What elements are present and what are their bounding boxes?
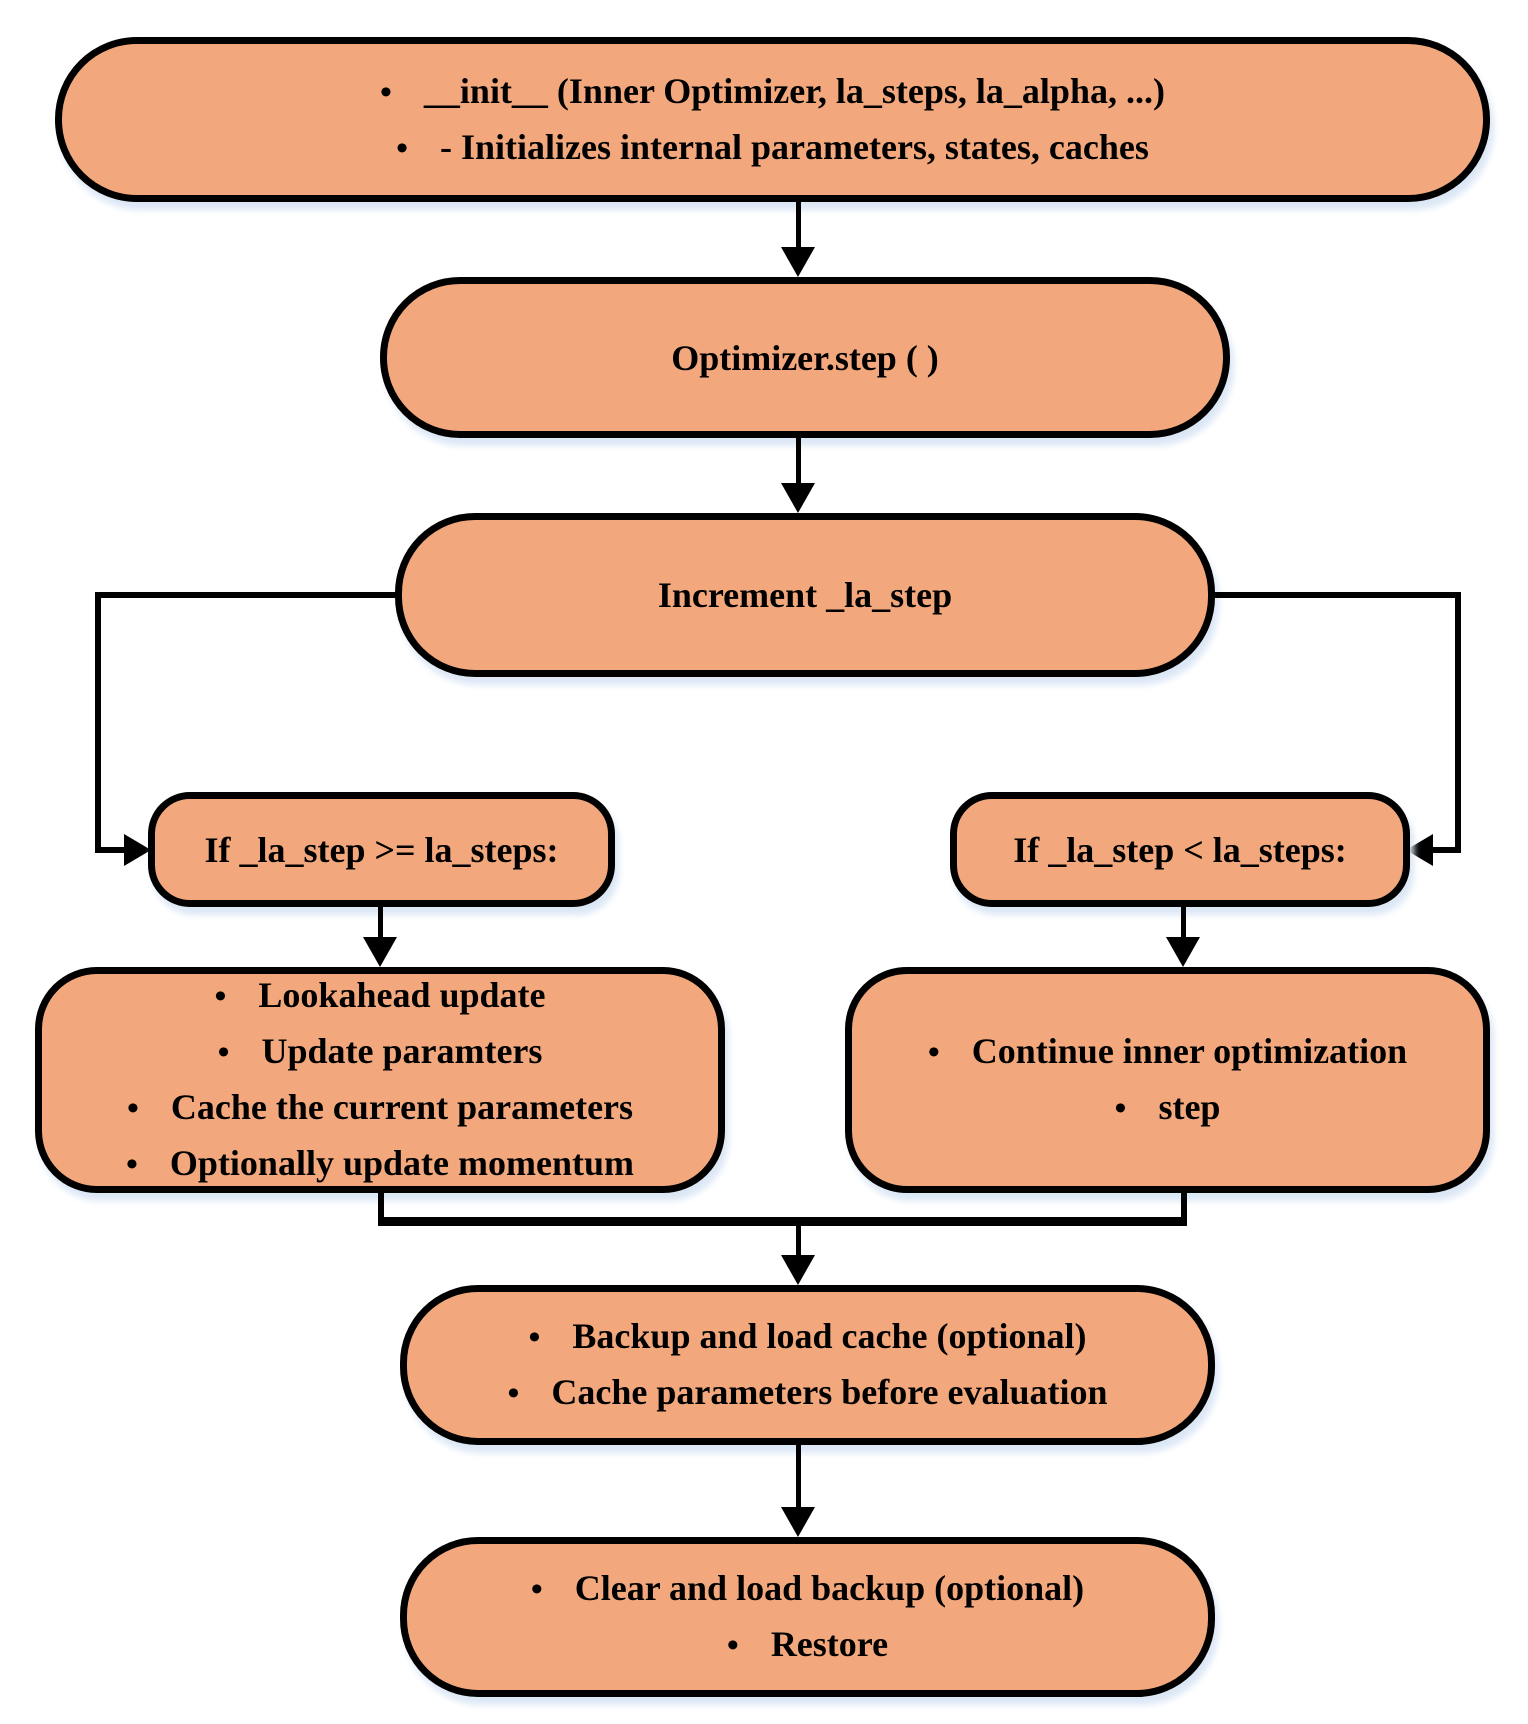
list-item-text: Clear and load backup (optional)	[574, 1568, 1085, 1608]
node-label: If _la_step >= la_steps:	[204, 823, 558, 877]
arrowhead-backup-to-clear	[781, 1507, 815, 1537]
connector-step-to-increment	[796, 438, 801, 488]
arrowhead-cond-lt-to-continue	[1166, 937, 1200, 967]
arrowhead-into-cond-lt	[1406, 834, 1433, 866]
list-item-text: Optionally update momentum	[169, 1143, 634, 1183]
list-item: • step	[1115, 1080, 1221, 1136]
connector-merge-bar	[378, 1217, 1187, 1226]
connector-increment-right-vertical	[1455, 592, 1461, 853]
list-item: • Clear and load backup (optional)	[531, 1561, 1084, 1617]
list-item-text: - Initializes internal parameters, state…	[440, 126, 1149, 167]
arrowhead-into-cond-ge	[124, 834, 151, 866]
node-cond-la-step-gte: If _la_step >= la_steps:	[148, 792, 615, 907]
list-item-text: Cache parameters before evaluation	[551, 1372, 1108, 1412]
arrowhead-merge-to-backup	[781, 1255, 815, 1285]
node-label-text: Optimizer.step ( )	[671, 337, 939, 378]
arrowhead-cond-ge-to-lookahead	[363, 937, 397, 967]
node-lookahead-update: • Lookahead update • Update paramters • …	[35, 967, 725, 1193]
list-item: • Restore	[727, 1617, 888, 1673]
connector-increment-right-horizontal	[1211, 592, 1461, 598]
list-item: • __init__ (Inner Optimizer, la_steps, l…	[380, 64, 1165, 120]
bullet-icon: •	[507, 1375, 520, 1412]
list-item-text: Backup and load cache (optional)	[572, 1316, 1087, 1356]
list-item-text: Restore	[770, 1624, 889, 1664]
list-item: • Cache the current parameters	[127, 1080, 633, 1136]
node-continue-inner-optimization: • Continue inner optimization • step	[845, 967, 1490, 1193]
node-clear-load-backup: • Clear and load backup (optional) • Res…	[400, 1537, 1215, 1697]
bullet-icon: •	[1114, 1090, 1127, 1127]
node-label: Increment _la_step	[658, 568, 952, 622]
bullet-icon: •	[927, 1034, 940, 1071]
connector-cond-ge-to-lookahead	[378, 907, 383, 941]
list-item: • Cache parameters before evaluation	[507, 1365, 1107, 1421]
list-item-text: __init__ (Inner Optimizer, la_steps, la_…	[423, 70, 1165, 111]
connector-init-to-step	[796, 202, 801, 252]
list-item: • Lookahead update	[215, 968, 546, 1024]
node-increment-la-step: Increment _la_step	[395, 513, 1215, 677]
node-backup-load-cache: • Backup and load cache (optional) • Cac…	[400, 1285, 1215, 1445]
bullet-icon: •	[126, 1146, 138, 1183]
connector-increment-left-vertical	[95, 592, 101, 853]
connector-increment-right-stub	[1432, 847, 1461, 853]
list-item-text: Update paramters	[261, 1031, 543, 1071]
node-cond-la-step-lt: If _la_step < la_steps:	[950, 792, 1410, 907]
node-label: If _la_step < la_steps:	[1013, 823, 1347, 877]
list-item-text: Lookahead update	[258, 975, 546, 1015]
bullet-icon: •	[396, 129, 409, 167]
bullet-icon: •	[530, 1571, 543, 1608]
bullet-icon: •	[380, 73, 392, 111]
list-item: • - Initializes internal parameters, sta…	[396, 120, 1149, 176]
list-item-text: Cache the current parameters	[170, 1087, 634, 1127]
node-label-text: Increment _la_step	[657, 575, 953, 615]
connector-backup-to-clear	[796, 1445, 801, 1509]
list-item: • Optionally update momentum	[126, 1136, 634, 1192]
bullet-icon: •	[528, 1319, 541, 1356]
arrowhead-step-to-increment	[781, 483, 815, 513]
list-item-text: step	[1158, 1087, 1221, 1127]
connector-merge-to-backup	[796, 1226, 801, 1258]
node-label-text: If _la_step >= la_steps:	[204, 829, 559, 870]
connector-continue-down	[1181, 1193, 1187, 1226]
arrowhead-init-to-step	[781, 247, 815, 277]
list-item: • Continue inner optimization	[928, 1024, 1407, 1080]
connector-increment-left-stub	[95, 847, 127, 853]
node-label-text: If _la_step < la_steps:	[1013, 829, 1347, 870]
bullet-icon: •	[726, 1627, 739, 1664]
list-item: • Backup and load cache (optional)	[529, 1309, 1087, 1365]
list-item-text: Continue inner optimization	[971, 1031, 1408, 1071]
node-label: Optimizer.step ( )	[671, 331, 939, 385]
node-init: • __init__ (Inner Optimizer, la_steps, l…	[55, 37, 1490, 202]
bullet-icon: •	[217, 1034, 230, 1071]
connector-cond-lt-to-continue	[1181, 907, 1186, 941]
list-item: • Update paramters	[218, 1024, 543, 1080]
connector-increment-left-horizontal	[95, 592, 397, 598]
node-optimizer-step: Optimizer.step ( )	[380, 277, 1230, 438]
connector-lookahead-down	[378, 1193, 384, 1226]
bullet-icon: •	[214, 978, 227, 1015]
bullet-icon: •	[126, 1090, 139, 1127]
